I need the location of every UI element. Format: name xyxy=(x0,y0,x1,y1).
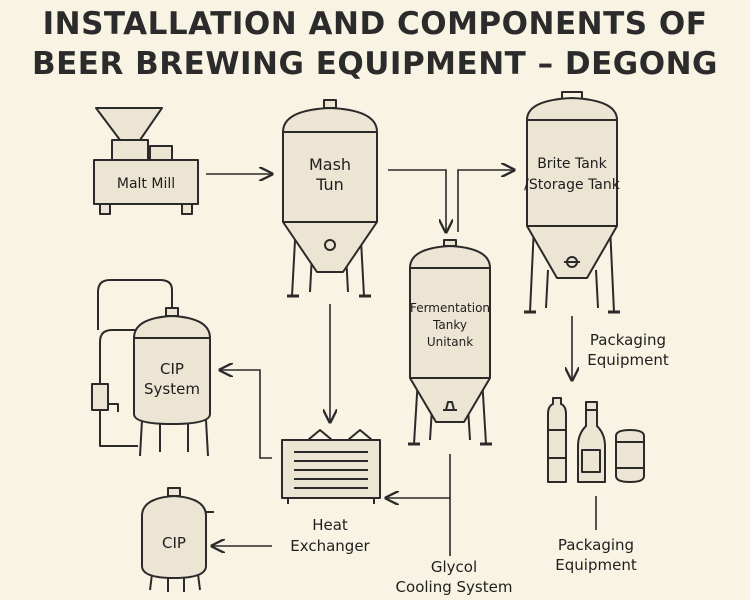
packaging-bottles-and-can xyxy=(547,397,645,483)
label-brite-tank-2: /Storage Tank xyxy=(524,177,621,193)
cip-tank xyxy=(141,487,214,592)
labels: Malt Mill Mash Tun Brite Tank /Storage T… xyxy=(117,155,669,596)
label-brite-tank-1: Brite Tank xyxy=(537,156,607,172)
diagram-title: INSTALLATION AND COMPONENTS OF BEER BREW… xyxy=(0,4,750,84)
label-glycol-2: Cooling System xyxy=(396,578,513,596)
brite-tank xyxy=(524,91,620,314)
label-malt-mill: Malt Mill xyxy=(117,176,175,192)
label-heat-exchanger-1: Heat xyxy=(312,516,348,534)
label-mash-tun-1: Mash xyxy=(309,155,351,174)
label-cip-system-1: CIP xyxy=(160,360,184,378)
label-packaging-top-1: Packaging xyxy=(590,331,666,349)
arrow-to-cip-system xyxy=(220,370,272,459)
heat-exchanger xyxy=(281,429,381,504)
mash-tun xyxy=(282,99,378,298)
flow-lines xyxy=(206,169,597,556)
label-packaging-top-2: Equipment xyxy=(587,351,669,369)
label-cip-system-2: System xyxy=(144,380,200,398)
arrow-mash-to-fermentation xyxy=(388,169,446,232)
cip-system xyxy=(91,279,211,457)
label-packaging-bottom-2: Equipment xyxy=(555,556,637,574)
label-fermentation-2: Tanky xyxy=(432,318,467,332)
label-glycol-1: Glycol xyxy=(431,558,477,576)
title-line-2: BEER BREWING EQUIPMENT – DEGONG xyxy=(32,46,718,82)
fermentation-tank xyxy=(408,239,492,446)
title-line-1: INSTALLATION AND COMPONENTS OF xyxy=(42,6,708,42)
arrow-fermentation-to-brite xyxy=(457,170,514,232)
label-fermentation-1: Fermentation xyxy=(410,301,490,315)
label-mash-tun-2: Tun xyxy=(315,175,344,194)
label-packaging-bottom-1: Packaging xyxy=(558,536,634,554)
arrow-glycol-to-heat-exchanger xyxy=(386,454,451,498)
label-cip: CIP xyxy=(162,534,186,552)
label-fermentation-3: Unitank xyxy=(427,335,473,349)
label-heat-exchanger-2: Exchanger xyxy=(290,537,370,555)
malt-mill xyxy=(93,107,199,215)
